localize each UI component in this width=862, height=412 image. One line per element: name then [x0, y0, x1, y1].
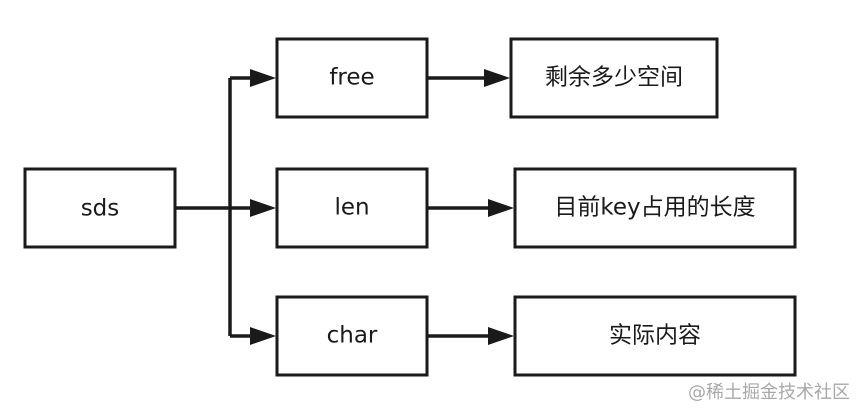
node-free: free	[275, 37, 429, 119]
node-len-description-label: 目前key占用的长度	[554, 195, 755, 221]
arrow-head	[484, 69, 510, 87]
node-sds: sds	[23, 167, 177, 249]
node-len-description: 目前key占用的长度	[513, 167, 797, 249]
node-char-label: char	[327, 323, 378, 349]
node-free-description: 剩余多少空间	[509, 37, 719, 119]
node-len-label: len	[334, 195, 369, 221]
edge-sds-char	[230, 327, 276, 345]
edge-sds-free	[230, 69, 276, 87]
edge-sds-len	[230, 199, 276, 217]
arrow-head	[250, 199, 276, 217]
arrow-head	[488, 199, 514, 217]
node-free-description-label: 剩余多少空间	[545, 65, 683, 91]
arrow-head	[250, 327, 276, 345]
edge-free-description	[427, 69, 510, 87]
branch-connector	[175, 78, 232, 336]
arrow-head	[250, 69, 276, 87]
node-len: len	[275, 167, 429, 249]
edge-len-description	[427, 199, 514, 217]
watermark: @稀土掘金技术社区	[688, 382, 850, 403]
node-free-label: free	[329, 65, 374, 91]
node-char-description: 实际内容	[513, 295, 797, 377]
node-char-description-label: 实际内容	[609, 323, 701, 349]
node-char: char	[275, 295, 429, 377]
node-sds-label: sds	[81, 196, 120, 222]
arrow-head	[488, 327, 514, 345]
edge-char-description	[427, 327, 514, 345]
